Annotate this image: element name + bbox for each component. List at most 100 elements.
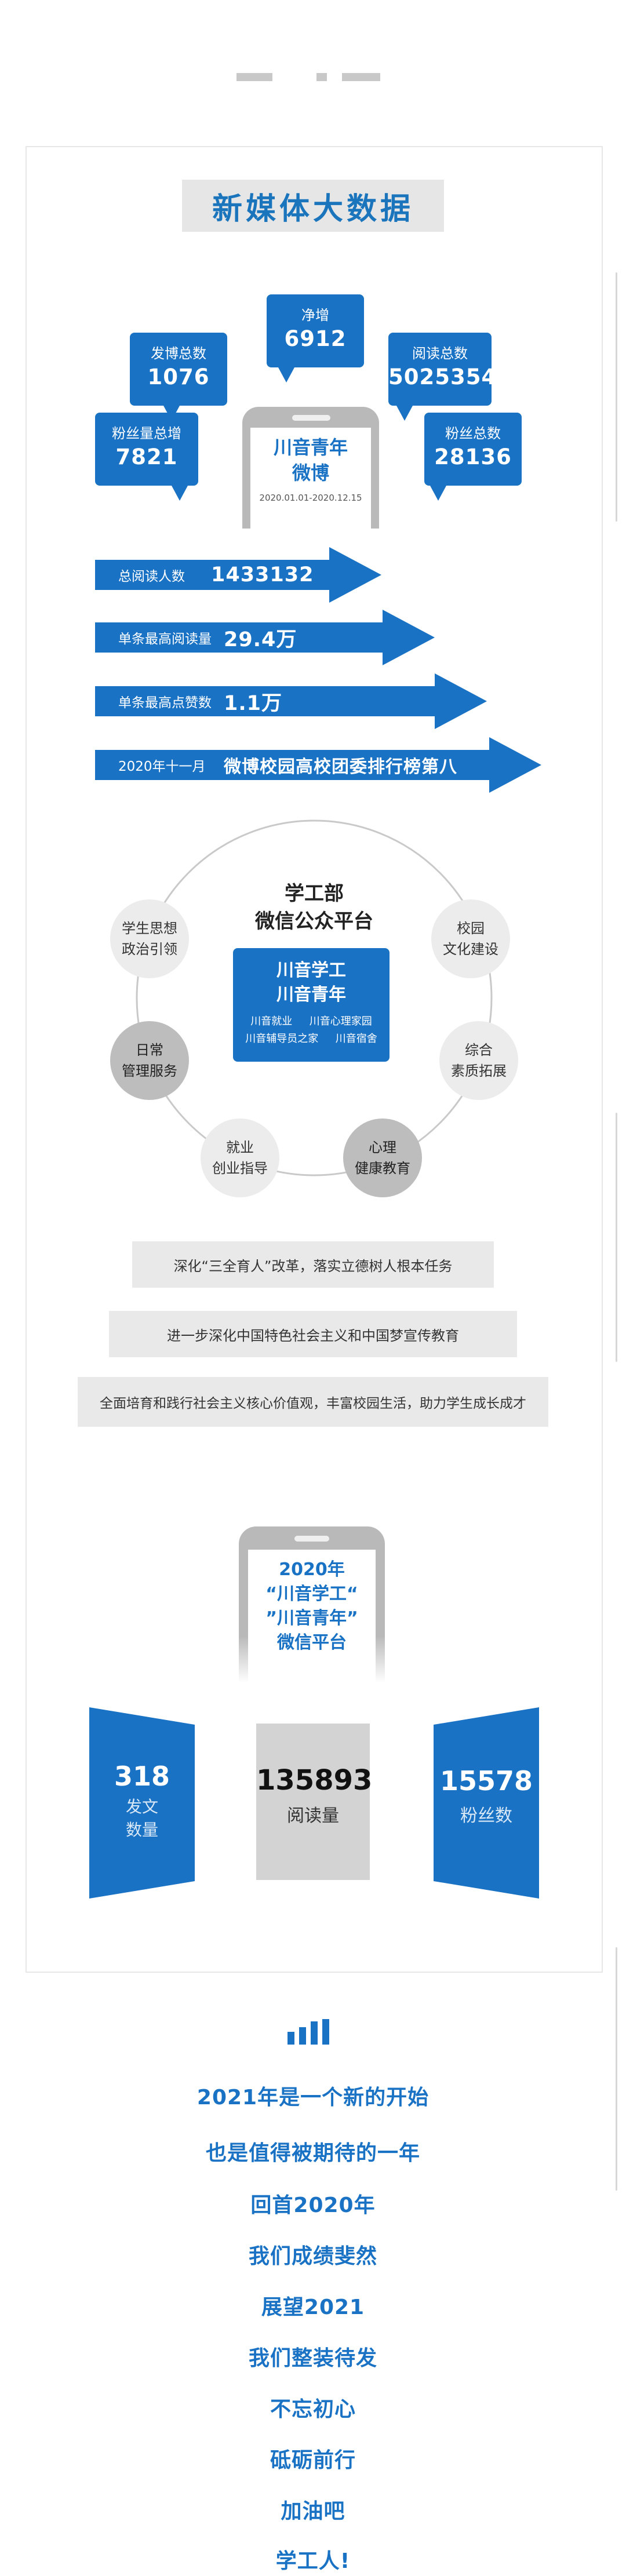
bar-chart-icon: [287, 2019, 339, 2045]
reads-panel: 135893 阅读量: [256, 1724, 373, 1880]
node-line: 综合: [465, 1042, 493, 1058]
title-line: 2020年: [279, 1560, 345, 1580]
stat-value: 5025354: [388, 365, 497, 389]
title-box: 新媒体大数据: [182, 180, 444, 232]
closing-line: 砥砺前行: [270, 2449, 356, 2472]
posts-panel: [89, 1707, 195, 1899]
node-daily-management: 日常管理服务: [110, 1021, 189, 1100]
closing-line: 我们成绩斐然: [248, 2245, 377, 2268]
node-line: 文化建设: [443, 941, 498, 957]
side-tick: [616, 272, 617, 522]
stat-bubble-net: 净增 6912: [267, 294, 364, 382]
fans-panel: [434, 1707, 539, 1899]
arrow-label: 2020年十一月: [118, 759, 206, 774]
center-item: 川音宿舍: [335, 1033, 377, 1045]
fans-label: 粉丝数: [460, 1806, 512, 1826]
stat-value: 6912: [284, 326, 347, 351]
title-line: ”川音青年”: [265, 1608, 358, 1628]
arrow-value: 29.4万: [224, 628, 297, 651]
node-line: 素质拓展: [451, 1063, 507, 1079]
closing-line: 回首2020年: [250, 2194, 376, 2217]
side-tick: [616, 1113, 617, 1362]
arrow-label: 单条最高点赞数: [118, 695, 212, 711]
title-line: 微信平台: [277, 1633, 347, 1653]
node-line: 创业指导: [212, 1160, 268, 1176]
center-title: 川音学工 川音青年: [233, 959, 390, 1007]
platform-heading-line2: 微信公众平台: [255, 910, 373, 933]
stat-bubble-fans-growth: 粉丝量总增 7821: [95, 413, 198, 501]
arrow-value: 1433132: [211, 563, 314, 586]
fans-stat: 15578 粉丝数: [434, 1765, 539, 1827]
stat-value: 7821: [115, 444, 178, 469]
center-title-line1: 川音学工: [276, 960, 346, 981]
reads-value: 135893: [256, 1764, 373, 1797]
reads-label: 阅读量: [287, 1806, 339, 1826]
weibo-phone: 川音青年 微博 2020.01.01-2020.12.15: [242, 407, 379, 529]
center-item: 川音辅导员之家: [245, 1033, 319, 1045]
stat-bubble-fans-total: 粉丝总数 28136: [424, 413, 522, 501]
node-career-guidance: 就业创业指导: [201, 1118, 279, 1197]
stat-label: 阅读总数: [412, 345, 468, 362]
node-mental-health: 心理健康教育: [343, 1118, 422, 1197]
stat-value: 1076: [147, 365, 210, 389]
closing-line: 2021年是一个新的开始: [196, 2086, 430, 2109]
arrow-label: 单条最高阅读量: [118, 632, 212, 647]
node-line: 心理: [369, 1139, 396, 1156]
arrow-total-readers: 总阅读人数 1433132: [95, 547, 381, 603]
closing-line: 也是值得被期待的一年: [205, 2141, 420, 2165]
posts-value: 318: [114, 1761, 170, 1792]
stat-label: 净增: [301, 307, 329, 323]
arrow-ranking: 2020年十一月 微博校园高校团委排行榜第八: [95, 737, 541, 793]
center-item: 川音就业: [250, 1015, 293, 1028]
node-political-guidance: 学生思想政治引领: [110, 899, 189, 978]
center-item: 川音心理家园: [309, 1015, 372, 1028]
stat-label: 粉丝总数: [445, 425, 501, 442]
node-line: 健康教育: [355, 1160, 410, 1176]
infographic-title: 新媒体大数据: [212, 191, 414, 227]
phone-title-line2: 微博: [292, 462, 329, 484]
stat-label: 粉丝量总增: [112, 425, 181, 442]
node-quality-development: 综合素质拓展: [439, 1021, 518, 1100]
arrow-max-reads: 单条最高阅读量 29.4万: [95, 610, 435, 665]
node-line: 就业: [226, 1139, 254, 1156]
node-line: 学生思想: [122, 920, 177, 937]
title-line: “川音学工“: [265, 1584, 358, 1604]
arrow-value: 微博校园高校团委排行榜第八: [224, 757, 457, 777]
node-line: 日常: [136, 1042, 163, 1058]
stat-bubble-reads: 阅读总数 5025354: [388, 333, 497, 421]
closing-line: 加油吧: [281, 2500, 345, 2523]
phone-title: 川音青年 微博: [250, 435, 371, 486]
goal-strip: 进一步深化中国特色社会主义和中国梦宣传教育: [109, 1311, 517, 1357]
node-line: 校园: [457, 920, 485, 937]
wechat-phone: 2020年 “川音学工“ ”川音青年” 微信平台: [239, 1526, 385, 1683]
phone-speaker: [294, 1536, 329, 1542]
goal-strip: 全面培育和践行社会主义核心价值观，丰富校园生活，助力学生成长成才: [78, 1377, 548, 1427]
platform-center-box: 川音学工 川音青年 川音就业 川音心理家园 川音辅导员之家 川音宿舍: [233, 948, 390, 1062]
goal-strip: 深化“三全育人”改革，落实立德树人根本任务: [132, 1241, 494, 1288]
node-line: 政治引领: [122, 941, 177, 957]
node-line: 管理服务: [122, 1063, 177, 1079]
platform-heading-line1: 学工部: [285, 882, 344, 905]
closing-line: 我们整装待发: [248, 2347, 377, 2370]
center-items: 川音就业 川音心理家园 川音辅导员之家 川音宿舍: [233, 1013, 390, 1048]
posts-label-line2: 数量: [125, 1820, 158, 1839]
closing-line: 展望2021: [261, 2296, 365, 2319]
circle-ring: [136, 819, 493, 1176]
stat-value: 28136: [434, 444, 512, 469]
phone-speaker: [292, 415, 330, 421]
node-campus-culture: 校园文化建设: [431, 899, 510, 978]
platform-heading: 学工部 微信公众平台: [227, 880, 401, 935]
arrow-max-likes: 单条最高点赞数 1.1万: [95, 673, 487, 729]
infographic-card: 新媒体大数据 发博总数 1076 净增 6912 阅读总数 5025354 粉丝…: [26, 146, 603, 1973]
closing-line: 不忘初心: [270, 2398, 356, 2421]
posts-stat: 318 发文 数量: [89, 1761, 195, 1841]
center-title-line2: 川音青年: [276, 985, 346, 1005]
phone-title-line1: 川音青年: [273, 436, 348, 458]
side-tick: [616, 1947, 617, 2191]
arrow-value: 1.1万: [224, 691, 283, 715]
arrow-label: 总阅读人数: [118, 569, 185, 584]
wechat-2020-title: 2020年 “川音学工“ ”川音青年” 微信平台: [248, 1558, 376, 1655]
fans-value: 15578: [439, 1765, 533, 1797]
date-range: 2020.01.01-2020.12.15: [259, 493, 362, 503]
closing-line: 学工人!: [275, 2549, 351, 2573]
